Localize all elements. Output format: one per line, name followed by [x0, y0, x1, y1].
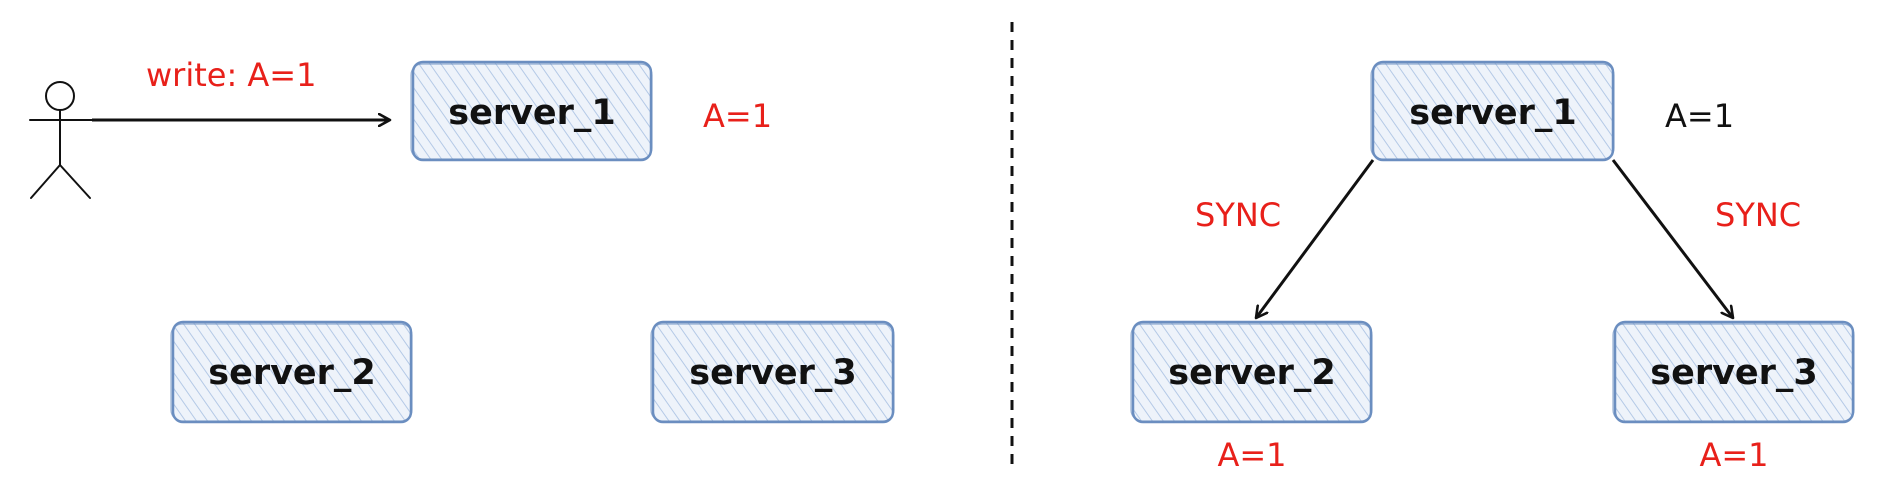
server-2-label: server_2	[208, 353, 376, 393]
right-server-1-value: A=1	[1665, 97, 1734, 135]
right-server-2-value: A=1	[1217, 436, 1286, 474]
sync-arrow-right	[1611, 159, 1733, 318]
actor-icon	[29, 81, 93, 199]
left-panel: write: A=1 server_1 A=1 server_2 server_…	[29, 56, 895, 424]
sync-right-label: SYNC	[1715, 196, 1801, 234]
server-1-label: server_1	[448, 93, 616, 133]
server-3-label: server_3	[689, 353, 857, 393]
write-label: write: A=1	[146, 56, 316, 94]
right-server-2-box: server_2	[1130, 320, 1373, 424]
server-1-box: server_1	[410, 60, 653, 162]
right-server-3-label: server_3	[1650, 353, 1818, 393]
server-2-box: server_2	[170, 320, 413, 424]
right-server-1-box: server_1	[1370, 60, 1615, 162]
right-panel: server_1 A=1 SYNC SYNC server_2 A=1 serv…	[1130, 60, 1855, 474]
sync-left-label: SYNC	[1195, 196, 1281, 234]
server-3-box: server_3	[650, 320, 895, 424]
sync-arrow-left	[1256, 159, 1375, 318]
server-1-value: A=1	[703, 97, 772, 135]
right-server-2-label: server_2	[1168, 353, 1336, 393]
right-server-3-box: server_3	[1612, 320, 1855, 424]
right-server-3-value: A=1	[1699, 436, 1768, 474]
right-server-1-label: server_1	[1409, 93, 1577, 133]
